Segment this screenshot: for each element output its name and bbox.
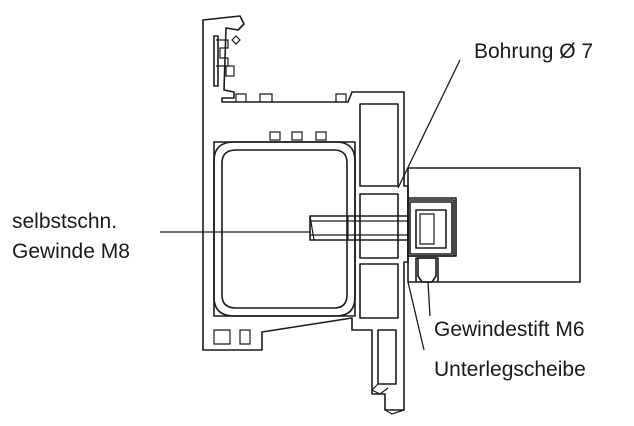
aluminium-profile (202, 15, 409, 415)
label-gewindestift: Gewindestift M6 (434, 318, 585, 341)
leader-lines (160, 59, 461, 351)
set-screw-m6 (417, 257, 437, 283)
self-tapping-screw-m8 (309, 215, 409, 241)
label-gewinde-line1: selbstschn. (12, 210, 117, 233)
label-gewinde-line2: Gewinde M8 (12, 240, 130, 263)
label-unterlegscheibe: Unterlegscheibe (434, 358, 586, 381)
threaded-insert (407, 199, 455, 257)
label-bohrung: Bohrung Ø 7 (474, 40, 593, 63)
steel-tube (213, 141, 356, 317)
